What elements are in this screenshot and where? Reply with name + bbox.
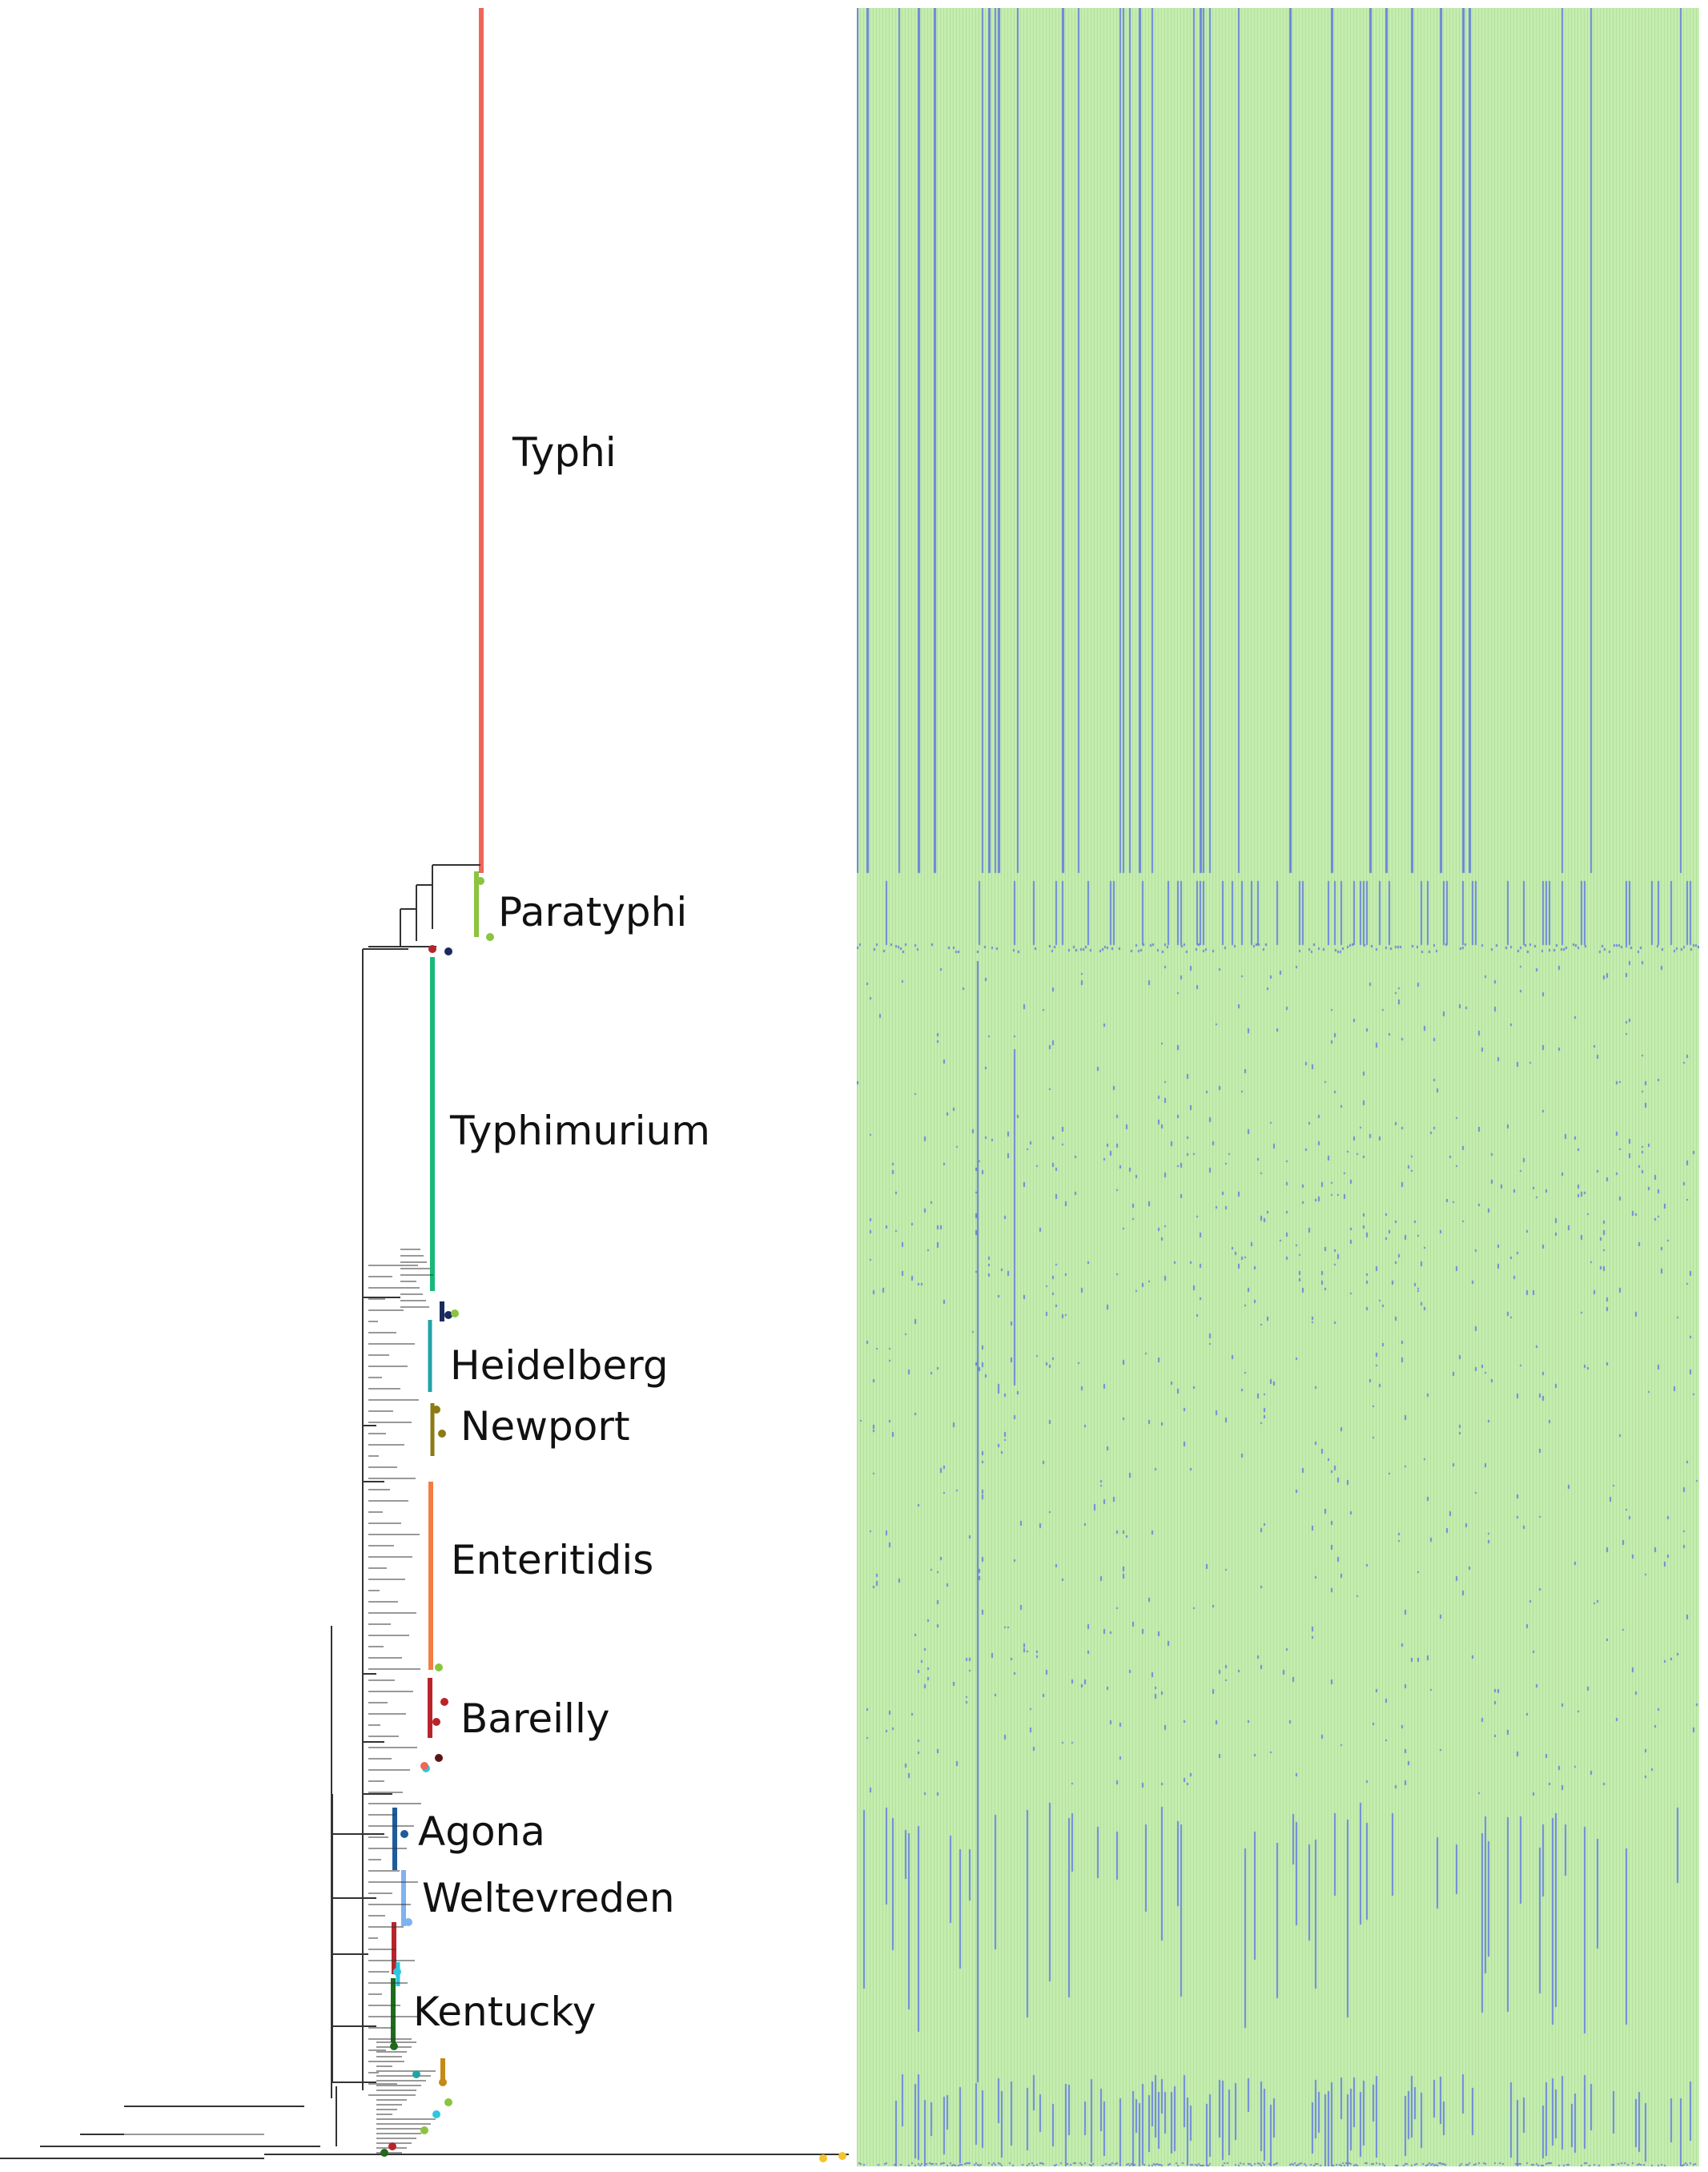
tip-marker (420, 1762, 428, 1770)
tip-marker (380, 2149, 388, 2157)
tip-marker (439, 2078, 447, 2086)
clade-label-kentucky: Kentucky (413, 1989, 597, 2035)
clade-label-weltevreden: Weltevreden (422, 1875, 675, 1921)
tip-marker (428, 945, 436, 953)
tip-marker (400, 1830, 408, 1838)
clade-label-bareilly: Bareilly (460, 1695, 610, 1742)
clade-label-typhimurium: Typhimurium (450, 1108, 710, 1154)
tip-marker (438, 1430, 446, 1438)
gene-presence-absence-matrix (857, 8, 1699, 2166)
clade-label-paratyphi: Paratyphi (498, 889, 688, 935)
tip-marker (444, 947, 452, 955)
tip-marker (451, 1309, 459, 1317)
clade-label-heidelberg: Heidelberg (450, 1342, 669, 1389)
tip-marker (393, 1968, 401, 1976)
tip-marker (838, 2152, 846, 2160)
tip-marker (435, 1663, 443, 1671)
clade-label-typhi: Typhi (512, 429, 617, 476)
tip-marker (444, 2098, 452, 2106)
tip-marker (404, 1918, 412, 1926)
tip-marker (432, 1718, 440, 1726)
clade-label-agona: Agona (418, 1808, 545, 1855)
tip-marker (420, 2126, 428, 2134)
tip-marker (432, 2110, 440, 2118)
tip-marker (432, 1406, 440, 1414)
tip-marker (435, 1754, 443, 1762)
tip-marker (390, 2042, 398, 2050)
tip-marker (412, 2070, 420, 2078)
tip-marker (476, 877, 484, 885)
tip-marker (486, 933, 494, 941)
tip-marker (444, 1311, 452, 1319)
clade-label-enteritidis: Enteritidis (451, 1537, 654, 1583)
tip-marker (440, 1698, 448, 1706)
clade-label-newport: Newport (460, 1403, 630, 1450)
tip-marker (819, 2154, 827, 2162)
tip-marker (388, 2142, 396, 2150)
